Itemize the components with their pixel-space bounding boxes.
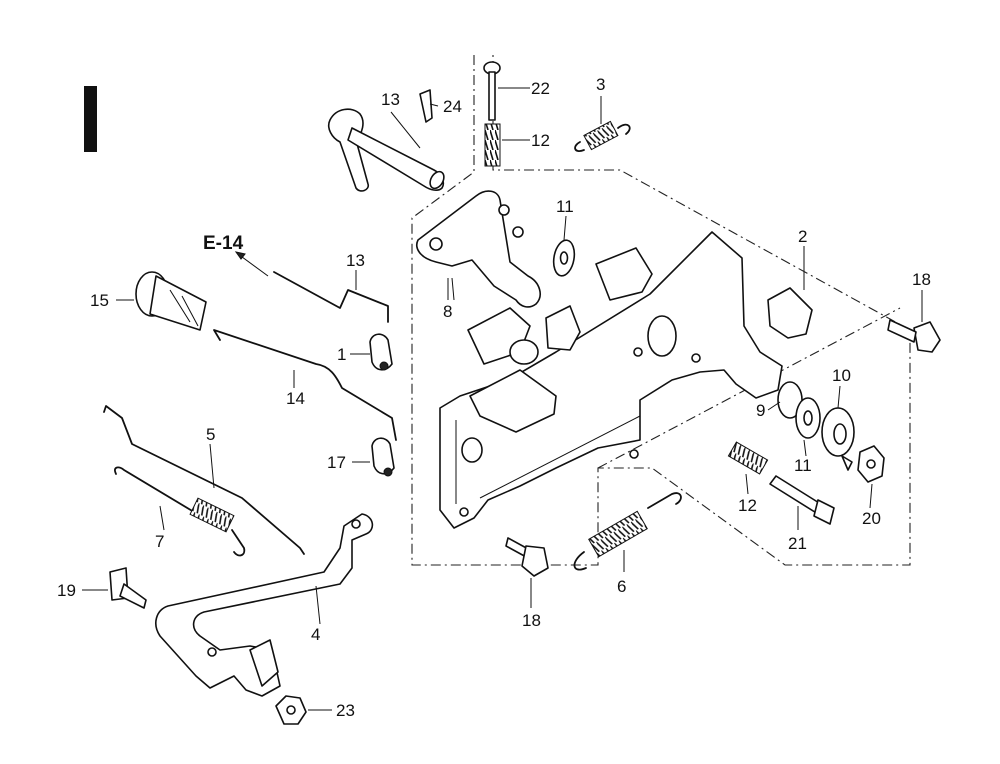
leader-lines <box>82 87 923 711</box>
part-18-bolt-right <box>887 319 941 353</box>
callout-18-right: 18 <box>912 270 931 289</box>
callout-16: 15 <box>90 291 109 310</box>
callout-22: 22 <box>531 79 550 98</box>
part-23-nut <box>275 695 307 725</box>
part-18-bolt-lower <box>505 537 549 577</box>
part-13-rod <box>273 271 389 323</box>
callout-11-lower: 11 <box>794 456 812 475</box>
callout-1: 1 <box>337 345 347 364</box>
part-16-knob <box>135 271 207 331</box>
callout-12-top: 12 <box>531 131 550 150</box>
arrow-to-e14 <box>237 253 269 277</box>
part-17-clip <box>371 437 395 477</box>
callout-6: 6 <box>617 577 627 596</box>
part-21-bolt <box>769 475 835 525</box>
callout-5: 5 <box>206 425 216 444</box>
part-5-rod <box>103 405 305 555</box>
callout-2: 2 <box>798 227 808 246</box>
part-2-control-plate <box>439 231 813 529</box>
assembly-outline <box>411 55 911 566</box>
callout-4: 4 <box>311 625 321 644</box>
callout-14: 14 <box>286 389 305 408</box>
callout-17: 17 <box>327 453 346 472</box>
callout-8: 8 <box>443 302 453 321</box>
part-6-spring <box>573 492 682 571</box>
part-7-spring-rod <box>114 466 246 557</box>
callout-23: 23 <box>336 701 355 720</box>
callout-10: 10 <box>832 366 851 385</box>
part-22-bolt <box>483 61 501 121</box>
reference-e-14: E-14 <box>203 233 244 254</box>
part-19-bolt <box>109 567 147 609</box>
part-12-spring-top <box>484 123 501 167</box>
part-14-rod <box>213 329 397 441</box>
part-24-pin <box>419 89 433 123</box>
callout-15: 13 <box>381 90 400 109</box>
section-letter-i <box>84 86 97 152</box>
callout-13: 13 <box>346 251 365 270</box>
callout-20: 20 <box>862 509 881 528</box>
callout-3: 3 <box>596 75 606 94</box>
callout-9: 9 <box>756 401 766 420</box>
callout-19: 19 <box>57 581 76 600</box>
part-3-spring <box>574 120 631 152</box>
part-11-washer-top <box>552 239 576 277</box>
callout-18-lower: 18 <box>522 611 541 630</box>
part-4-control-arm <box>155 513 374 697</box>
part-20-nut <box>857 445 885 483</box>
callout-21: 21 <box>788 534 807 553</box>
callout-24: 24 <box>443 97 462 116</box>
callout-11-top: 11 <box>556 197 574 216</box>
part-1-clip <box>369 333 393 371</box>
callout-12-lower: 12 <box>738 496 757 515</box>
part-8-bracket-lever <box>416 190 541 308</box>
part-12-spring-lower <box>727 441 769 475</box>
callout-7: 7 <box>155 532 165 551</box>
part-11-washer-lower <box>795 397 821 439</box>
part-15-lever-shaft <box>327 108 445 192</box>
part-10-pulley <box>821 407 855 471</box>
